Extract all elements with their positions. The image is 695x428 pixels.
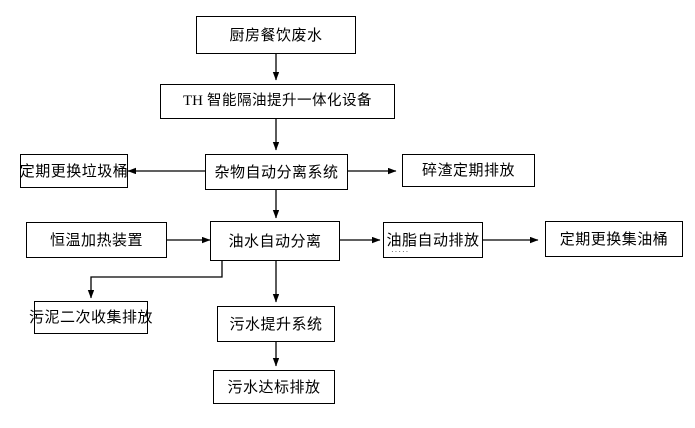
node-constant-heater[interactable]: 恒温加热装置 [26, 222, 167, 258]
node-kitchen-wastewater[interactable]: 厨房餐饮废水 [196, 16, 356, 54]
node-debris-separation[interactable]: 杂物自动分离系统 [205, 154, 348, 190]
node-sewage-lifting[interactable]: 污水提升系统 [217, 306, 335, 342]
node-grease-discharge[interactable]: 油脂自动排放 ····· [383, 222, 483, 258]
node-sewage-standard[interactable]: 污水达标排放 [213, 370, 335, 404]
node-slag-discharge[interactable]: 碎渣定期排放 [402, 154, 535, 187]
node-grease-discharge-label: 油脂自动排放 [386, 231, 480, 249]
node-th-equipment-tag: TH [183, 93, 203, 109]
node-sludge-collection[interactable]: 污泥二次收集排放 [29, 301, 153, 334]
edge-oilwater-to-sludge [87, 261, 223, 299]
node-th-equipment-label: 智能隔油提升一体化设备 [207, 93, 372, 110]
node-replace-oil-drum[interactable]: 定期更换集油桶 [545, 221, 683, 257]
node-oil-water-separation[interactable]: 油水自动分离 [210, 221, 340, 261]
texture-dots: ····· [391, 247, 410, 256]
node-replace-trash-bin[interactable]: 定期更换垃圾桶 [20, 154, 128, 188]
